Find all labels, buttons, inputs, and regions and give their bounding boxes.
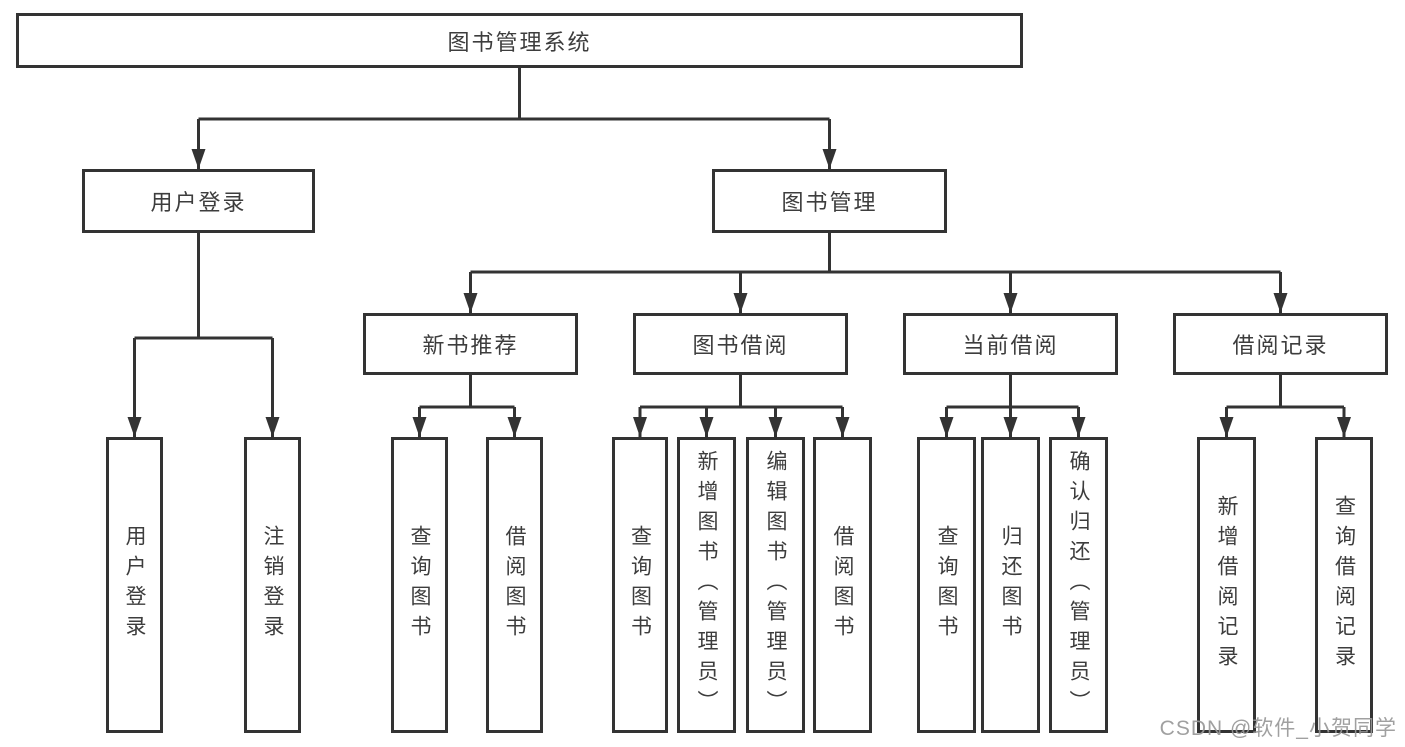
node-label: 注销登录 <box>261 525 284 645</box>
node-label: 编辑图书（管理员） <box>764 450 787 720</box>
node-user-login: 用户登录 <box>82 169 315 233</box>
leaf-logout-login: 注销登录 <box>244 437 301 733</box>
leaf-user-login: 用户登录 <box>106 437 163 733</box>
node-label: 借阅图书 <box>503 525 526 645</box>
node-label: 借阅记录 <box>1232 333 1329 358</box>
leaf-cb-query-books: 查询图书 <box>917 437 976 733</box>
node-label: 新增图书（管理员） <box>695 450 718 720</box>
node-current-borrowing: 当前借阅 <box>903 313 1118 375</box>
leaf-br-query-record: 查询借阅记录 <box>1315 437 1373 733</box>
node-label: 归还图书 <box>999 525 1022 645</box>
leaf-cb-confirm-return-admin: 确认归还（管理员） <box>1049 437 1108 733</box>
node-borrowing-records: 借阅记录 <box>1173 313 1388 375</box>
csdn-watermark: CSDN @软件_小贺同学 <box>1159 717 1397 740</box>
node-book-borrowing: 图书借阅 <box>633 313 848 375</box>
leaf-nb-borrow-books: 借阅图书 <box>486 437 543 733</box>
node-label: 图书管理 <box>781 190 878 215</box>
node-book-management: 图书管理 <box>712 169 947 233</box>
node-label: 确认归还（管理员） <box>1067 450 1090 720</box>
node-label: 图书借阅 <box>692 333 789 358</box>
node-new-book-recommend: 新书推荐 <box>363 313 578 375</box>
leaf-nb-query-books: 查询图书 <box>391 437 448 733</box>
leaf-bb-edit-books-admin: 编辑图书（管理员） <box>746 437 805 733</box>
node-label: 新增借阅记录 <box>1215 495 1238 675</box>
node-label: 用户登录 <box>150 190 247 215</box>
leaf-bb-borrow-books: 借阅图书 <box>813 437 872 733</box>
node-library-management-system: 图书管理系统 <box>16 13 1023 68</box>
node-label: 当前借阅 <box>962 333 1059 358</box>
leaf-bb-query-books: 查询图书 <box>612 437 668 733</box>
leaf-bb-add-books-admin: 新增图书（管理员） <box>677 437 736 733</box>
leaf-cb-return-books: 归还图书 <box>981 437 1040 733</box>
node-label: 查询借阅记录 <box>1332 495 1356 675</box>
node-label: 查询图书 <box>935 525 958 645</box>
node-label: 新书推荐 <box>422 333 519 358</box>
node-label: 查询图书 <box>408 525 431 645</box>
node-label: 借阅图书 <box>831 525 854 645</box>
node-label: 查询图书 <box>628 525 652 645</box>
leaf-br-add-record: 新增借阅记录 <box>1197 437 1256 733</box>
node-label: 图书管理系统 <box>447 29 592 55</box>
node-label: 用户登录 <box>123 525 146 645</box>
